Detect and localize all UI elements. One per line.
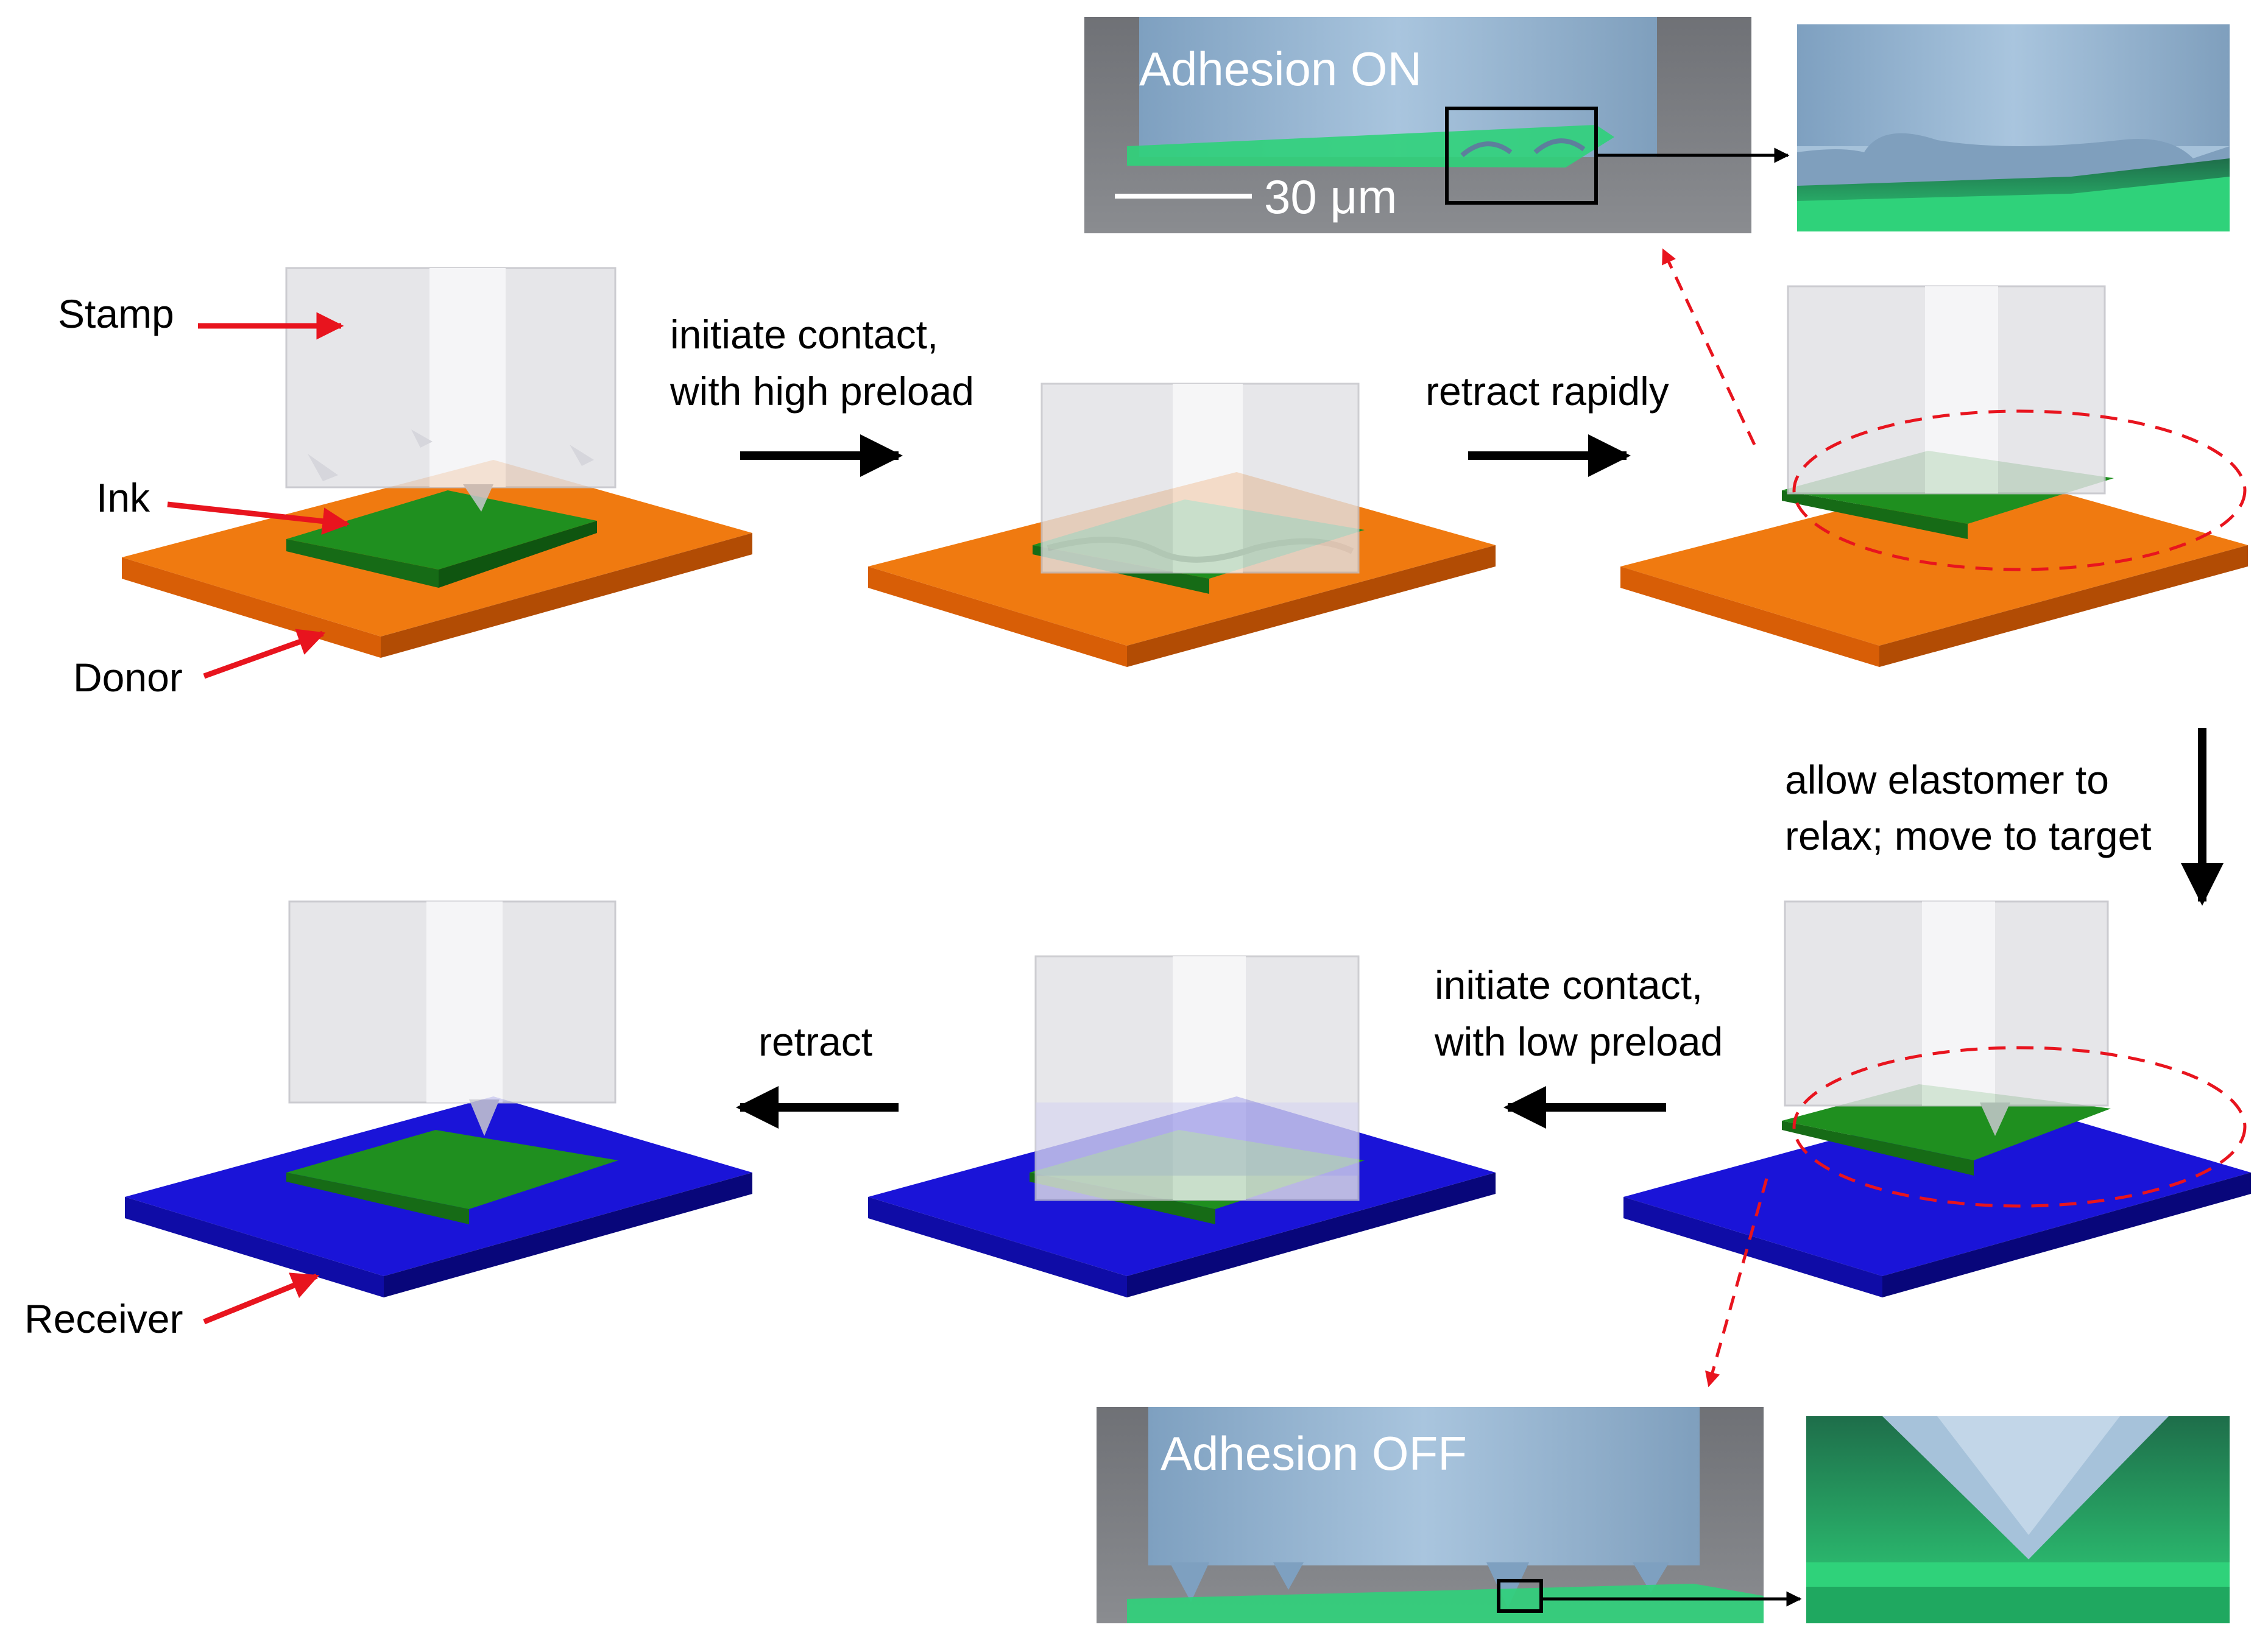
step-contact-high-preload: initiate contact, with high preload [669,312,974,477]
svg-text:Donor: Donor [73,655,183,700]
adhesion-off-highlight [1792,1046,2247,1208]
scene-receiver-approach [1623,900,2251,1388]
scene-donor-contact [868,383,1496,667]
zoom-box-off [1497,1579,1543,1613]
scene-receiver-printed: Receiver [24,900,752,1341]
svg-text:30 μm: 30 μm [1264,170,1397,224]
svg-text:with low preload: with low preload [1434,1019,1723,1064]
scene-donor-lifted [1620,248,2248,667]
stamp-block [285,267,616,512]
adhesion-on-highlight [1792,409,2247,571]
svg-text:retract: retract [758,1019,872,1064]
svg-text:initiate contact,: initiate contact, [670,312,938,357]
sem-zoom-off [1806,1416,2230,1623]
svg-text:initiate contact,: initiate contact, [1435,962,1703,1007]
sem-adhesion-off: Adhesion OFF [1097,1407,1802,1623]
callout-arrow-on [1661,248,1756,446]
svg-text:allow elastomer to: allow elastomer to [1785,757,2109,802]
ink-label: Ink [96,475,350,535]
step-retract-rapidly: retract rapidly [1425,369,1669,477]
sem-adhesion-on: Adhesion ON 30 μm [1084,17,1790,233]
svg-text:with high preload: with high preload [669,369,974,414]
callout-arrow-off [1705,1178,1768,1388]
scene-receiver-contact [868,955,1496,1297]
ink-chip [286,490,597,588]
svg-text:Adhesion OFF: Adhesion OFF [1160,1427,1467,1480]
scene-donor-approach: Stamp Ink Donor [58,267,752,700]
svg-text:Receiver: Receiver [24,1296,183,1341]
sem-zoom-on [1797,24,2230,231]
svg-text:Stamp: Stamp [58,291,174,336]
scale-bar: 30 μm [1115,170,1397,224]
receiver-label: Receiver [24,1272,320,1341]
step-retract: retract [736,1019,899,1129]
svg-text:Ink: Ink [96,475,150,520]
stamp-label: Stamp [58,291,344,340]
step-contact-low-preload: initiate contact, with low preload [1434,962,1723,1129]
donor-label: Donor [73,629,326,700]
step-relax-move: allow elastomer to relax; move to target [1785,728,2224,906]
svg-text:retract rapidly: retract rapidly [1425,369,1669,414]
svg-text:Adhesion ON: Adhesion ON [1139,42,1422,96]
svg-text:relax; move to target: relax; move to target [1785,813,2152,858]
